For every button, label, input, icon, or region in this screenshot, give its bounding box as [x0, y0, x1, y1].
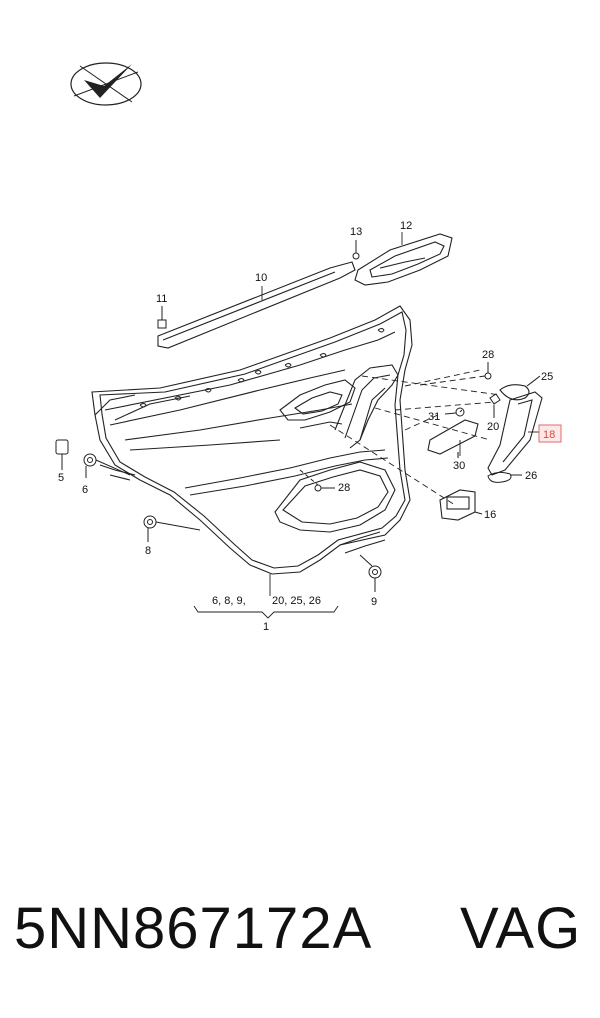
part-20-clip: [489, 393, 501, 418]
part-5-clip: [55, 439, 69, 470]
callout-25: 25: [541, 371, 553, 383]
callout-1: 1: [263, 621, 269, 633]
part-11-clip: [157, 306, 167, 329]
callout-31: 31: [428, 411, 440, 423]
part-18-grab-handle: [487, 391, 543, 476]
callout-28-upper: 28: [482, 349, 494, 361]
callout-30: 30: [453, 460, 465, 472]
callout-8: 8: [145, 545, 151, 557]
part-31-nut: [444, 407, 465, 417]
part-12-handle-bezel: [354, 233, 453, 286]
part-28-screw-lower: [299, 469, 335, 492]
part-6-clip: [83, 453, 131, 478]
callout-13: 13: [350, 226, 362, 238]
callout-10: 10: [255, 272, 267, 284]
part-26-cap: [487, 471, 522, 483]
callout-9: 9: [371, 596, 377, 608]
part-8-clip: [143, 515, 201, 542]
callout-18-highlight: [538, 424, 562, 443]
checkmark-plane-logo: [70, 62, 142, 106]
door-panel: [91, 305, 413, 575]
callout-12: 12: [400, 220, 412, 232]
callout-leaders: [261, 232, 540, 596]
brand-label: VAG: [460, 896, 582, 961]
group-left-refs: 6, 8, 9,: [212, 595, 246, 607]
part-16-switch: [439, 489, 483, 521]
group-right-refs: 20, 25, 26: [272, 595, 321, 607]
callout-28-lower: 28: [338, 482, 350, 494]
part-30-pad: [427, 419, 479, 458]
callout-6: 6: [82, 484, 88, 496]
callout-20: 20: [487, 421, 499, 433]
callout-11: 11: [156, 293, 167, 305]
door-clips: [139, 328, 385, 408]
leader-lines: [329, 369, 501, 506]
group-bracket: [193, 605, 339, 619]
part-28-screw-upper: [419, 362, 492, 386]
callout-5: 5: [58, 472, 64, 484]
callout-26: 26: [525, 470, 537, 482]
part-9-clip: [359, 554, 382, 592]
callout-16: 16: [484, 509, 496, 521]
part-code: 5NN867172A: [14, 896, 373, 961]
callout-18: 18: [543, 429, 555, 441]
part-10-trim-strip: [157, 261, 356, 349]
part-13-screw: [352, 240, 360, 260]
